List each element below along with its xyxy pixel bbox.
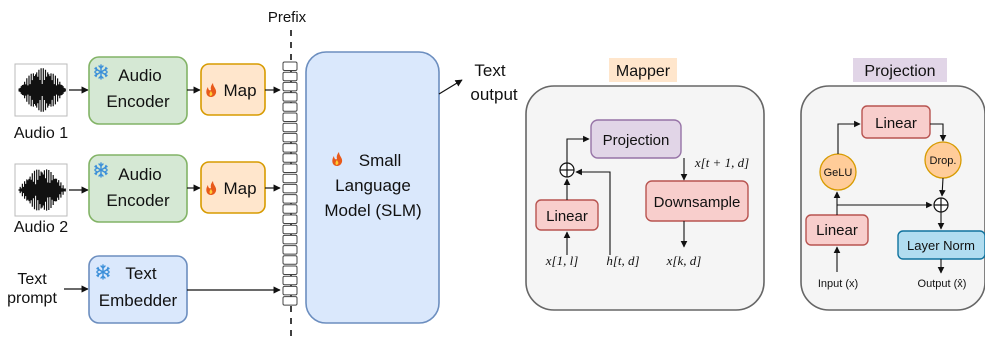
map-block-2: Map bbox=[200, 161, 266, 214]
projection-title: Projection bbox=[864, 63, 935, 80]
svg-text:Downsample: Downsample bbox=[654, 194, 741, 211]
prefix-token bbox=[282, 122, 298, 133]
svg-text:Drop.: Drop. bbox=[930, 155, 957, 167]
prefix-token bbox=[282, 143, 298, 153]
prefix-token bbox=[282, 245, 298, 255]
svg-text:Text: Text bbox=[125, 264, 156, 283]
prefix-token bbox=[282, 183, 298, 194]
text-output-line2: output bbox=[470, 85, 518, 104]
audio-encoder-1: Audio Encoder bbox=[88, 56, 188, 125]
svg-text:Linear: Linear bbox=[546, 208, 588, 225]
svg-text:Audio: Audio bbox=[118, 165, 161, 184]
mapper-downsample: Downsample bbox=[645, 180, 749, 222]
text-output-line1: Text bbox=[474, 61, 505, 80]
prefix-token bbox=[282, 92, 298, 102]
svg-text:Layer Norm: Layer Norm bbox=[907, 238, 975, 253]
projection-linear: Linear bbox=[805, 214, 869, 246]
prefix-token bbox=[282, 173, 298, 184]
prefix-token bbox=[282, 81, 298, 92]
prefix-token bbox=[282, 275, 298, 286]
prefix-token bbox=[282, 102, 298, 112]
small-language-model: Small Language Model (SLM) bbox=[305, 51, 440, 324]
projection-output-label: Output (x̂) bbox=[918, 278, 967, 290]
svg-text:Model (SLM): Model (SLM) bbox=[324, 201, 421, 220]
waveform-icon bbox=[14, 63, 68, 117]
svg-text:Projection: Projection bbox=[603, 132, 670, 149]
projection-sum-node bbox=[933, 197, 949, 213]
map-block-1: Map bbox=[200, 63, 266, 116]
projection-dropout: Drop. bbox=[924, 141, 962, 179]
projection-input-label: Input (x) bbox=[818, 278, 858, 290]
prefix-token bbox=[282, 224, 298, 235]
prefix-token bbox=[282, 214, 298, 224]
svg-text:Linear: Linear bbox=[875, 115, 917, 132]
text-prompt-line1: Text bbox=[17, 271, 47, 288]
prefix-token bbox=[282, 194, 298, 204]
prefix-token bbox=[282, 265, 298, 275]
mapper-input-x: x[1, l] bbox=[545, 253, 579, 268]
prefix-token bbox=[282, 71, 298, 82]
prefix-token bbox=[282, 285, 298, 296]
mapper-linear: Linear bbox=[535, 199, 599, 231]
prefix-token bbox=[282, 61, 298, 71]
mapper-title-tag bbox=[609, 58, 677, 82]
mapper-projection-output: x[t + 1, d] bbox=[694, 155, 749, 170]
svg-text:Language: Language bbox=[335, 176, 411, 195]
svg-text:Map: Map bbox=[223, 81, 256, 100]
audio-1-caption: Audio 1 bbox=[14, 125, 68, 142]
svg-text:Audio: Audio bbox=[118, 66, 161, 85]
prefix-token bbox=[282, 255, 298, 265]
svg-text:Linear: Linear bbox=[816, 222, 858, 239]
prefix-token-column bbox=[282, 61, 298, 306]
projection-gelu: GeLU bbox=[819, 153, 857, 191]
projection-title-tag bbox=[853, 58, 947, 82]
prefix-token bbox=[282, 132, 298, 143]
text-embedder: Text Embedder bbox=[88, 255, 188, 324]
mapper-input-h: h[t, d] bbox=[606, 253, 639, 268]
prefix-label: Prefix bbox=[268, 9, 307, 26]
mapper-title: Mapper bbox=[616, 63, 671, 80]
svg-text:Map: Map bbox=[223, 179, 256, 198]
audio-encoder-2: Audio Encoder bbox=[88, 154, 188, 223]
prefix-token bbox=[282, 296, 298, 306]
svg-text:Encoder: Encoder bbox=[106, 92, 170, 111]
mapper-projection: Projection bbox=[590, 119, 682, 159]
projection-layer-norm: Layer Norm bbox=[897, 230, 985, 260]
audio-2-caption: Audio 2 bbox=[14, 219, 68, 236]
svg-text:Embedder: Embedder bbox=[99, 291, 178, 310]
prefix-token bbox=[282, 234, 298, 245]
mapper-sum-node bbox=[559, 162, 575, 178]
svg-text:Small: Small bbox=[359, 151, 402, 170]
prefix-token bbox=[282, 163, 298, 173]
projection-linear-top: Linear bbox=[861, 105, 931, 139]
svg-text:GeLU: GeLU bbox=[824, 167, 853, 179]
svg-text:Encoder: Encoder bbox=[106, 191, 170, 210]
prefix-token bbox=[282, 204, 298, 214]
text-prompt-line2: prompt bbox=[7, 290, 57, 307]
mapper-output: x[k, d] bbox=[666, 253, 702, 268]
prefix-token bbox=[282, 153, 298, 163]
waveform-icon bbox=[14, 163, 68, 217]
prefix-token bbox=[282, 112, 298, 122]
